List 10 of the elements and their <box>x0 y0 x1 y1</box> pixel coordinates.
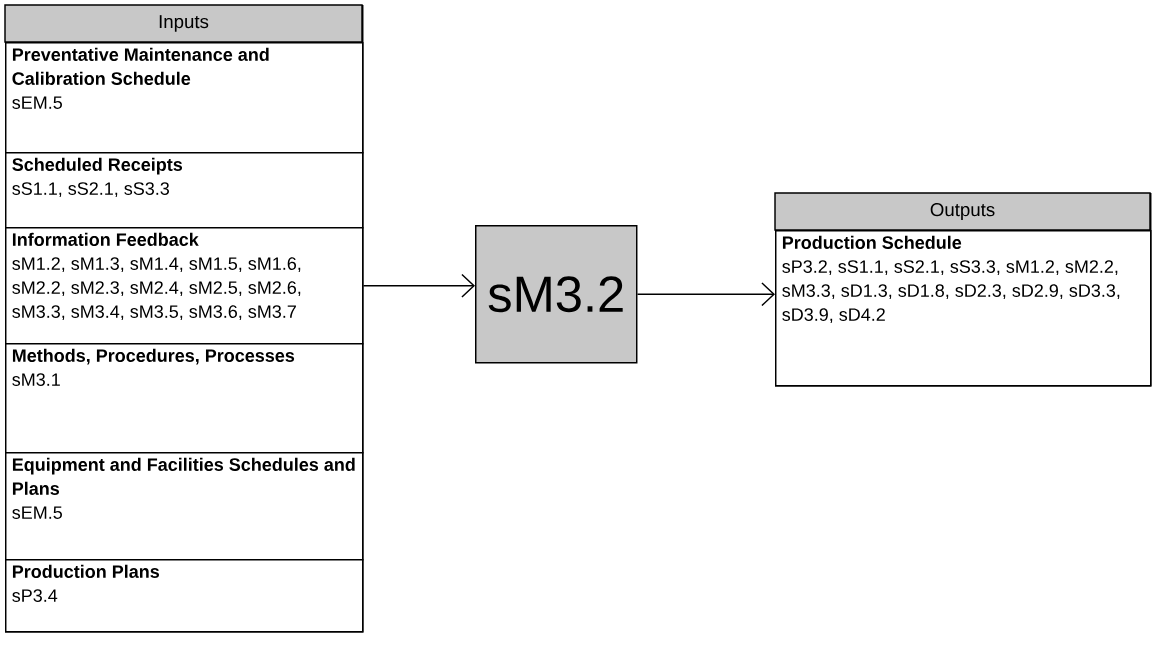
arrow <box>636 282 775 307</box>
entry-box: Information Feedback sM1.2, sM1.3, sM1.4, sM1.5, sM1.6, sM2.2, sM2.3, sM2.4, sM2.5, sM2.6, sM3.3, sM3.4, sM3.5, sM3.6, sM3.7 <box>5 227 364 345</box>
entry-box: Scheduled Receipts sS1.1, sS2.1, sS3.3 <box>5 152 364 229</box>
entry-box: Equipment and Facilities Schedules and Plans sEM.5 <box>5 452 364 561</box>
process-box: sM3.2 <box>475 225 638 364</box>
entry-box: Production Plans sP3.4 <box>5 559 364 633</box>
entry-box: Methods, Procedures, Processes sM3.1 <box>5 343 364 454</box>
entry-box: Preventative Maintenance and Calibration Schedule sEM.5 <box>5 42 364 154</box>
entry-box: Production Schedule sP3.2, sS1.1, sS2.1, sS3.3, sM1.2, sM2.2, sM3.3, sD1.3, sD1.8, sD2.3, sD2.9, sD3.3, sD3.9, sD4.2 <box>775 230 1152 387</box>
arrow <box>362 273 475 298</box>
